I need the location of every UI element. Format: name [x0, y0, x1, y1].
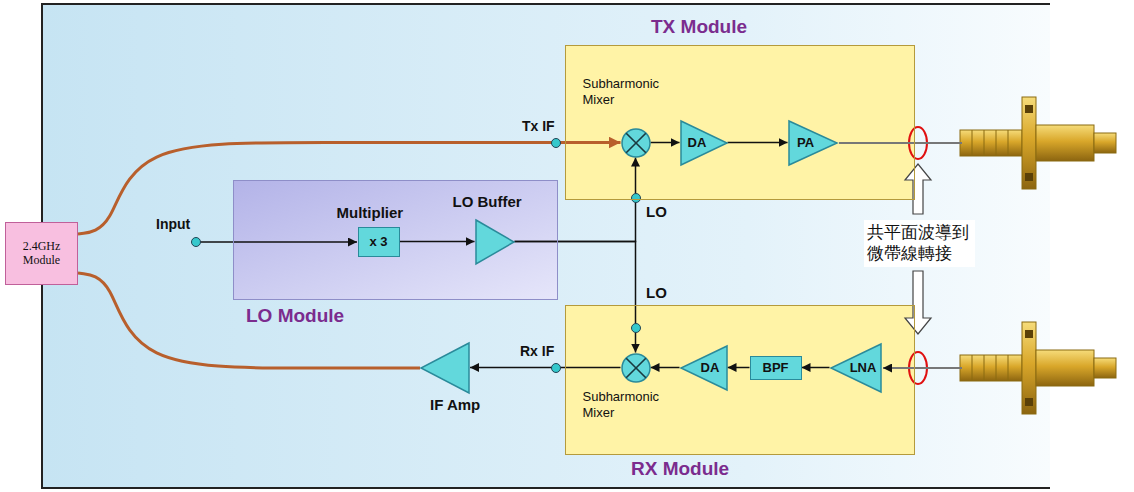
- signal-wire: [400, 241, 475, 243]
- port-dot: [552, 364, 561, 373]
- output-wire: [839, 142, 962, 144]
- triangle-shape: [476, 220, 514, 264]
- node-heading: Subharmonic Mixer: [583, 76, 663, 110]
- mixer-symbol: Subharmonic Mixer: [621, 128, 651, 158]
- mixer-cross: [626, 358, 646, 378]
- node-heading: RX Module: [631, 458, 729, 480]
- node-heading: Subharmonic Mixer: [583, 389, 663, 423]
- input-wire: [200, 241, 357, 243]
- board-outline: [42, 4, 1050, 488]
- sma-connector: [960, 322, 1116, 414]
- signal-wire: [651, 367, 680, 369]
- mixer-outline: [621, 128, 651, 158]
- mixer-circle: [622, 354, 650, 382]
- signal-wire: [470, 367, 621, 369]
- port-dot: [192, 238, 201, 247]
- node-label: LNA: [850, 360, 877, 375]
- triangle-shape: [681, 346, 727, 390]
- module-box: TX ModuleSubharmonic MixerDAPA: [565, 45, 915, 200]
- node-label: BPF: [763, 360, 789, 375]
- amplifier-symbol: IF Amp: [420, 342, 470, 394]
- port-label: Input: [156, 216, 190, 232]
- port-dot: [632, 324, 641, 333]
- node-heading: LO Buffer: [453, 193, 522, 210]
- triangle-shape: [789, 121, 837, 165]
- module-fill: [565, 45, 915, 200]
- mixer-outline: [621, 353, 651, 383]
- callout-note: 共平面波導到微帶線轉接: [864, 220, 975, 267]
- port-label: Rx IF: [520, 343, 554, 359]
- sma-connector: [960, 97, 1116, 189]
- port-dot: [632, 194, 641, 203]
- node-heading: IF Amp: [430, 396, 480, 413]
- triangle-shape: [421, 343, 469, 393]
- port-label: Tx IF: [522, 118, 555, 134]
- module-box: 2.4GHz Module: [5, 222, 78, 285]
- module-box: RX ModuleSubharmonic MixerDABPFLNA: [565, 305, 915, 455]
- callout-arrow: [905, 164, 931, 214]
- amplifier-symbol: LNA: [830, 343, 882, 393]
- signal-wire: [728, 367, 750, 369]
- node-label: DA: [701, 360, 720, 375]
- board-panel: [42, 4, 1050, 488]
- module-fill: [233, 180, 558, 300]
- signal-wire: [78, 143, 621, 235]
- node-label: 2.4GHz Module: [16, 240, 68, 268]
- node-heading: TX Module: [651, 16, 747, 38]
- multiplier-box: Multiplierx 3: [358, 227, 400, 257]
- triangle-outline: [475, 219, 515, 265]
- module-fill: [565, 305, 915, 455]
- triangle-outline: [420, 342, 470, 394]
- amplifier-symbol: DA: [680, 120, 728, 166]
- mixer-cross: [626, 133, 646, 153]
- signal-wire: [651, 142, 680, 144]
- signal-wire: [515, 242, 636, 353]
- input-wire: [883, 367, 962, 369]
- module-fills: [233, 45, 915, 455]
- node-heading: LO Module: [246, 305, 344, 327]
- signal-wire: [78, 273, 420, 368]
- triangle-shape: [831, 344, 881, 392]
- node-heading: Multiplier: [337, 204, 404, 221]
- signal-wire: [802, 367, 830, 369]
- amplifier-symbol: DA: [680, 345, 728, 391]
- module-box: LO ModuleMultiplierx 3LO Buffer: [233, 180, 558, 300]
- node-label: PA: [797, 135, 814, 150]
- filter-box: BPF: [750, 356, 802, 380]
- buffer-symbol: LO Buffer: [475, 219, 515, 265]
- signal-label: LO: [646, 284, 667, 301]
- triangle-shape: [681, 121, 727, 165]
- amplifier-symbol: PA: [788, 120, 838, 166]
- callout-arrow: [905, 271, 931, 334]
- mixer-symbol: Subharmonic Mixer: [621, 353, 651, 383]
- signal-wire: [728, 142, 788, 144]
- port-dot: [552, 139, 561, 148]
- node-label: DA: [688, 135, 707, 150]
- signal-label: LO: [646, 203, 667, 220]
- mixer-circle: [622, 129, 650, 157]
- node-label: x 3: [369, 234, 387, 249]
